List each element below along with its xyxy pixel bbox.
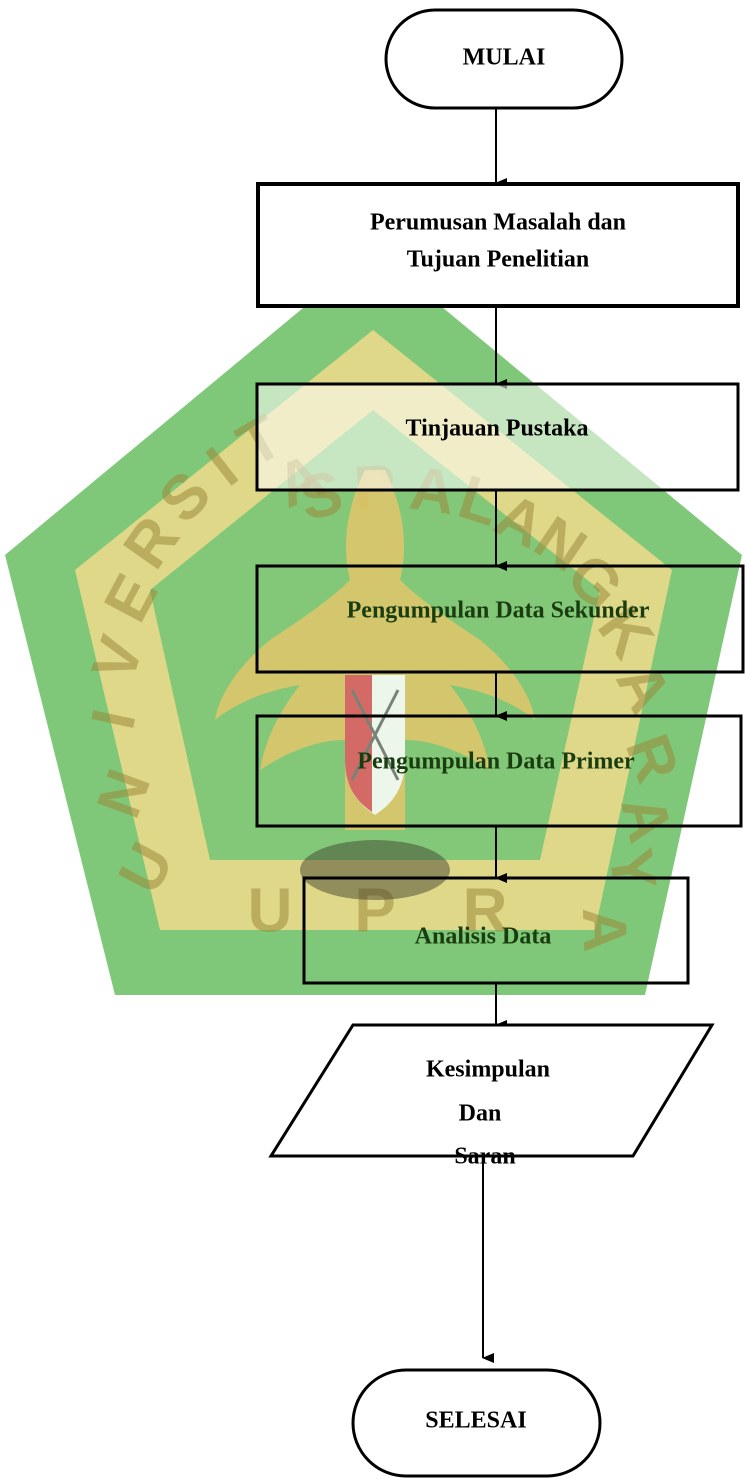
connectors xyxy=(482,108,507,1363)
output-conclusion: Kesimpulan Dan Saran xyxy=(268,1023,715,1170)
svg-text:P: P xyxy=(354,876,395,945)
end-label: SELESAI xyxy=(425,1408,526,1434)
output-label-line1: Kesimpulan xyxy=(426,1057,550,1083)
start-label: MULAI xyxy=(463,45,546,71)
process-problem-formulation: Perumusan Masalah dan Tujuan Penelitian xyxy=(256,182,740,308)
svg-text:A: A xyxy=(569,906,640,953)
output-label-line3: Saran xyxy=(454,1144,515,1170)
output-label-line2: Dan xyxy=(459,1101,502,1127)
step3-label: Pengumpulan Data Sekunder xyxy=(347,598,650,624)
start-terminator: MULAI xyxy=(384,8,624,110)
end-terminator: SELESAI xyxy=(351,1368,602,1478)
process-secondary-data: Pengumpulan Data Sekunder xyxy=(255,564,745,674)
step4-label: Pengumpulan Data Primer xyxy=(357,749,635,775)
svg-text:Y: Y xyxy=(595,844,669,895)
process-primary-data: Pengumpulan Data Primer xyxy=(255,714,743,828)
svg-text:R: R xyxy=(463,876,508,945)
step2-label: Tinjauan Pustaka xyxy=(406,416,589,442)
process-data-analysis: Analisis Data xyxy=(302,876,690,985)
step1-label-line2: Tujuan Penelitian xyxy=(407,247,590,273)
step1-label-line1: Perumusan Masalah dan xyxy=(370,210,626,236)
logo-emblem xyxy=(215,470,535,900)
step5-label: Analisis Data xyxy=(415,924,552,950)
process-literature-review: Tinjauan Pustaka xyxy=(255,382,740,492)
svg-text:U: U xyxy=(248,876,293,945)
